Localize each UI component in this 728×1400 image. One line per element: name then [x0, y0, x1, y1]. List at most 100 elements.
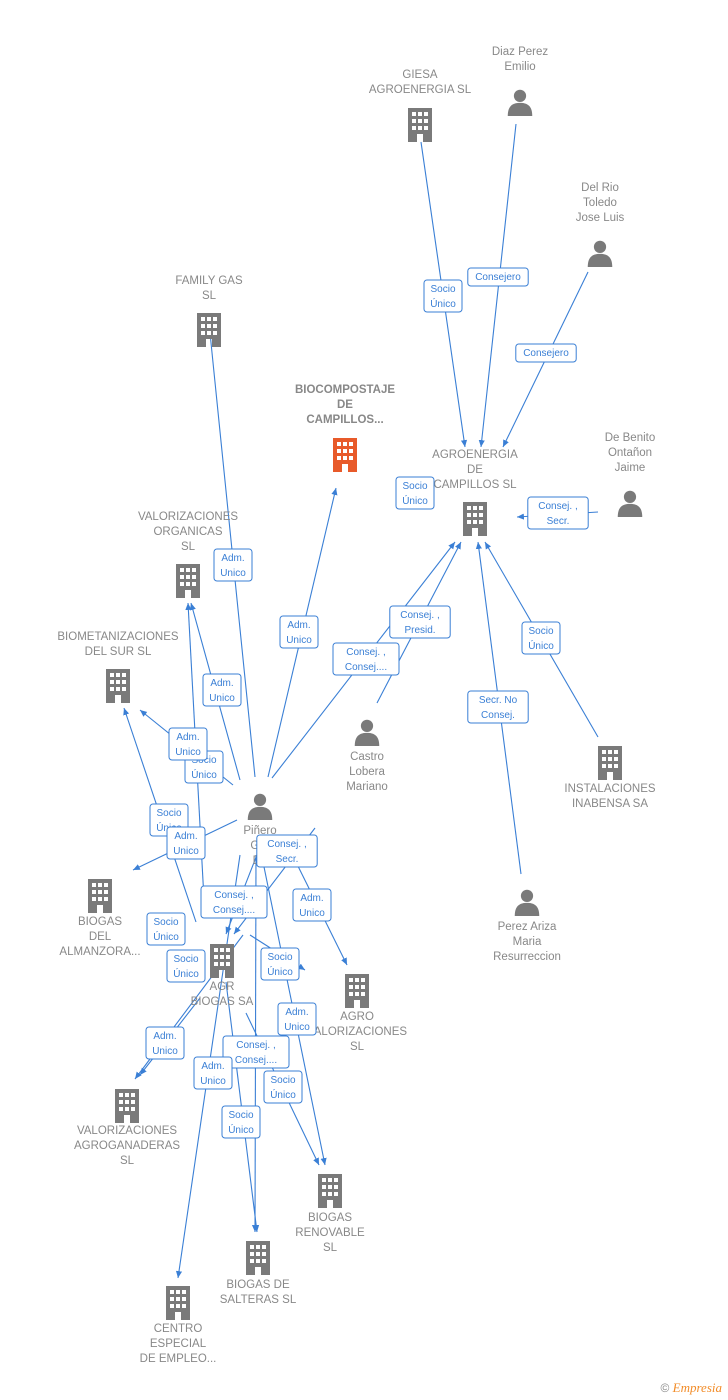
- edge-label-pinero-salteras[interactable]: Consej. ,Consej....: [222, 1035, 290, 1069]
- edge-label-pinero-agrbiogas[interactable]: Consej. ,Consej....: [200, 885, 268, 919]
- edge-label-castro-agrbiogas[interactable]: Consej. , Secr.: [256, 834, 318, 868]
- edge-label-text: Socio: [528, 626, 553, 637]
- node-label: SALTERAS SL: [220, 1294, 297, 1306]
- edge-label-text: Unico: [286, 635, 312, 646]
- edge-label-box: [277, 1002, 317, 1036]
- edge-label-castro-agroenergia[interactable]: Consej. ,Presid.: [389, 605, 451, 639]
- edge-label-text: Consej....: [235, 1055, 277, 1066]
- edge-label-text: Presid.: [404, 625, 435, 636]
- node-label: AGROENERGIA: [432, 449, 518, 461]
- edge-label-pinero-biocompostaje[interactable]: Adm.Unico: [279, 615, 319, 649]
- node-label: FAMILY GAS: [175, 275, 243, 287]
- edge-label-text: Socio: [173, 954, 198, 965]
- node-label: Resurreccion: [493, 951, 561, 963]
- node-label: VALORIZACIONES: [307, 1026, 407, 1038]
- edge-label-text: Socio: [267, 952, 292, 963]
- edge-label-text: Socio: [402, 481, 427, 492]
- footer-brand: © Empresia: [660, 1380, 722, 1396]
- node-label: VALORIZACIONES: [138, 511, 238, 523]
- edge-label-pinero-almanzora[interactable]: Adm. Unico: [166, 826, 206, 860]
- edge-label-pinero-valorg[interactable]: Adm.Unico: [202, 673, 242, 707]
- node-label: Jaime: [615, 462, 646, 474]
- company-building-icon: [318, 1174, 342, 1208]
- empresia-logo[interactable]: Empresia: [672, 1380, 722, 1395]
- edge-label-text: Socio: [156, 808, 181, 819]
- edge-label-delrio-agroenergia[interactable]: Consejero: [515, 343, 577, 363]
- node-label: BIOGAS DE: [226, 1279, 290, 1291]
- edge-label-text: Socio: [228, 1110, 253, 1121]
- edge-label-text: Socio: [191, 755, 216, 766]
- main-company-icon: [333, 438, 357, 472]
- node-label: Mariano: [346, 781, 388, 793]
- edge-label-pinero-valagro[interactable]: Adm.Unico: [145, 1026, 185, 1060]
- edge-label-debenito-agroenergia[interactable]: Consej. ,Secr.: [527, 496, 589, 530]
- edge-label-text: Unico: [284, 1022, 310, 1033]
- edge-label-text: Adm.: [174, 831, 197, 842]
- node-label: DE: [337, 399, 353, 411]
- edge-label-box: [395, 476, 435, 510]
- edge-label-box: [166, 949, 206, 983]
- edge-label-text: Unico: [173, 846, 199, 857]
- edge-label-pinero-familygas[interactable]: Adm.Unico: [213, 548, 253, 582]
- edge-label-text: Único: [402, 494, 428, 507]
- person-icon: [247, 793, 273, 820]
- node-label: Del Rio: [581, 182, 619, 194]
- node-label: Maria: [513, 936, 542, 948]
- company-building-icon: [106, 669, 130, 703]
- edge-label-text: Consej. ,: [346, 647, 385, 658]
- edge-label-pinero-renovable[interactable]: Adm.Unico: [277, 1002, 317, 1036]
- node-salteras[interactable]: BIOGAS DE SALTERAS SL: [220, 1241, 297, 1306]
- node-label: Perez Ariza: [498, 921, 557, 933]
- edge-label-text: Unico: [175, 747, 201, 758]
- node-almanzora[interactable]: BIOGASDELALMANZORA...: [59, 879, 141, 958]
- node-label: BIOCOMPOSTAJE: [295, 384, 395, 396]
- edge-label-box: [213, 548, 253, 582]
- edge-label-text: Único: [270, 1088, 296, 1101]
- edge-label-text: Secr.: [276, 854, 299, 865]
- edge-label-text: Consej. ,: [267, 839, 306, 850]
- edge-label-diaz-agroenergia[interactable]: Consejero: [467, 267, 529, 287]
- node-label: INABENSA SA: [572, 798, 648, 810]
- edge-label-pinero-agroenergia[interactable]: Consej. ,Consej....: [332, 642, 400, 676]
- edge-label-text: Socio: [430, 284, 455, 295]
- edge-label-pinero-agroval[interactable]: Adm.Unico: [292, 888, 332, 922]
- edge-label-pinero-centro[interactable]: Adm.Unico: [193, 1056, 233, 1090]
- edge-label-box: [332, 642, 400, 676]
- edge-label-box: [166, 826, 206, 860]
- company-building-icon: [345, 974, 369, 1008]
- node-biocompostaje[interactable]: BIOCOMPOSTAJEDECAMPILLOS...: [295, 384, 395, 472]
- node-label: Castro: [350, 751, 384, 763]
- edge-label-text: Único: [228, 1123, 254, 1136]
- edge-label-box: [292, 888, 332, 922]
- edge-label-pinero-biomet[interactable]: Adm.Unico: [168, 727, 208, 761]
- edge-label-text: Unico: [200, 1076, 226, 1087]
